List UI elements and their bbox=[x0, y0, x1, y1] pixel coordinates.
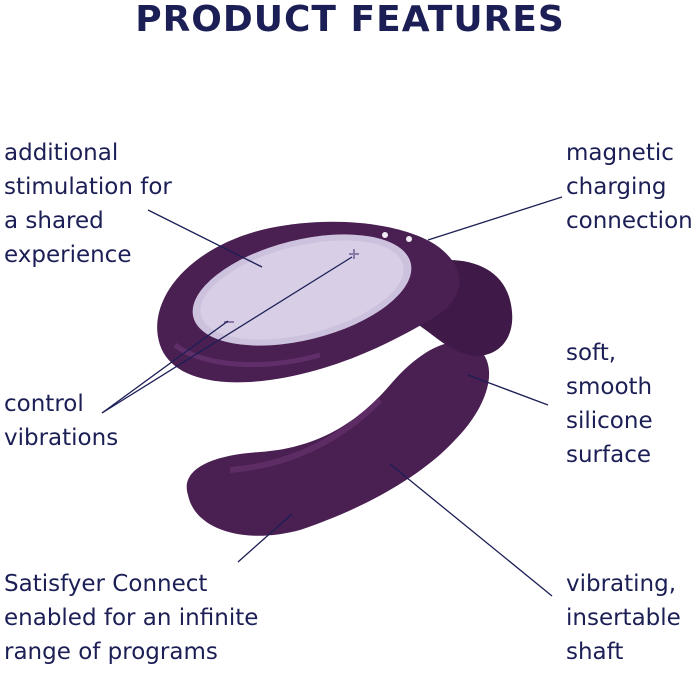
feature-control-vibrations: control vibrations bbox=[4, 391, 119, 451]
feature-shared-stimulation: additional stimulation for a shared expe… bbox=[4, 140, 172, 268]
feature-silicone-surface: soft, smooth silicone surface bbox=[566, 340, 653, 468]
charging-contact-icon bbox=[382, 232, 388, 238]
callout-line-shaft bbox=[389, 463, 553, 597]
callout-line-surface bbox=[467, 374, 549, 406]
charging-contact-icon bbox=[406, 236, 412, 242]
feature-magnetic-charging: magnetic charging connection bbox=[566, 140, 693, 234]
callout-line-control-2 bbox=[101, 320, 229, 414]
callout-line-charging bbox=[427, 196, 563, 241]
page-title: PRODUCT FEATURES bbox=[135, 0, 565, 40]
feature-insertable-shaft: vibrating, insertable shaft bbox=[566, 571, 681, 665]
feature-satisfyer-connect: Satisfyer Connect enabled for an infinit… bbox=[4, 571, 259, 665]
callout-line-control-1 bbox=[101, 256, 353, 414]
callout-line-app bbox=[237, 513, 293, 563]
plus-icon bbox=[349, 249, 359, 259]
insertable-shaft bbox=[186, 342, 490, 536]
callout-line-shared bbox=[147, 209, 263, 268]
